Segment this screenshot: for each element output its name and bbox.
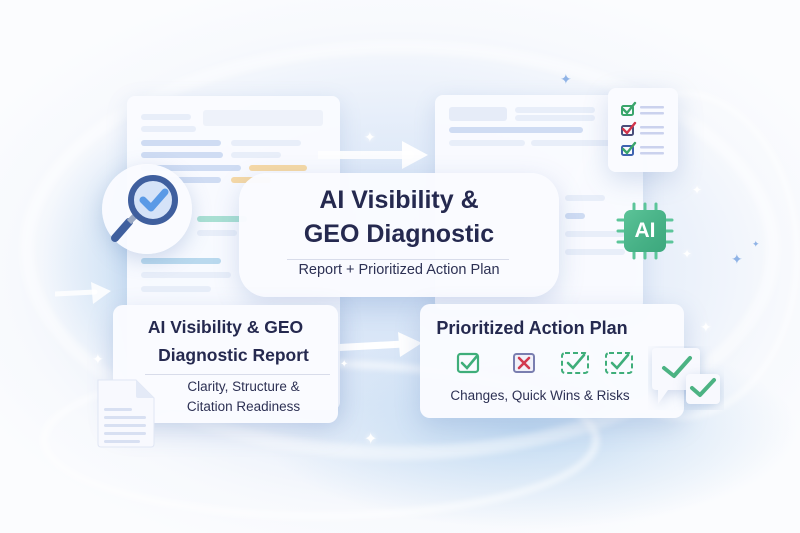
- report-title-line-2: Diagnostic Report: [158, 345, 309, 365]
- sparkle-icon: ✦: [364, 431, 378, 448]
- check-box-icon: [456, 352, 480, 374]
- sparkle-icon: ✦: [92, 351, 104, 367]
- sparkle-icon: ✦: [682, 247, 693, 261]
- report-desc-line-1: Clarity, Structure &: [187, 379, 300, 394]
- report-title-line-1: AI Visibility & GEO: [147, 317, 304, 337]
- cross-box-icon: [513, 353, 535, 373]
- arrow-right-icon: [55, 282, 111, 304]
- ai-chip-icon: [616, 202, 674, 260]
- checklist-icon: [621, 101, 664, 156]
- dashed-check-box-icon: [605, 352, 633, 374]
- dashed-check-box-icon: [561, 352, 589, 374]
- title-subtitle: Report + Prioritized Action Plan: [298, 262, 500, 278]
- action-plan-card: Prioritized Action Plan Changes, Quick W…: [420, 304, 684, 418]
- sparkle-icon: ✦: [692, 183, 703, 197]
- document-icon: [97, 379, 155, 448]
- sparkle-icon: ✦: [340, 359, 349, 370]
- sparkle-icon: ✦: [700, 319, 712, 335]
- report-divider: [145, 374, 330, 375]
- ai-chip-label: AI: [634, 219, 656, 242]
- sparkle-icon: ✦: [731, 251, 743, 267]
- magnifier-check-icon: [111, 175, 178, 242]
- title-line-1: AI Visibility &: [319, 186, 479, 214]
- action-plan-caption: Changes, Quick Wins & Risks: [450, 388, 630, 403]
- arrow-right-icon: [330, 332, 422, 357]
- chat-check-icon: [652, 348, 720, 404]
- title-divider: [287, 259, 509, 260]
- checklist-card: [608, 88, 678, 172]
- action-plan-title: Prioritized Action Plan: [436, 318, 628, 338]
- title-card: AI Visibility & GEO Diagnostic Report + …: [239, 173, 559, 297]
- arrow-right-icon: [318, 141, 428, 169]
- title-line-2: GEO Diagnostic: [303, 220, 495, 248]
- sparkle-icon: ✦: [560, 71, 572, 87]
- report-desc-line-2: Citation Readiness: [186, 399, 301, 414]
- sparkle-icon: ✦: [364, 129, 376, 145]
- sparkle-icon: ✦: [752, 239, 760, 249]
